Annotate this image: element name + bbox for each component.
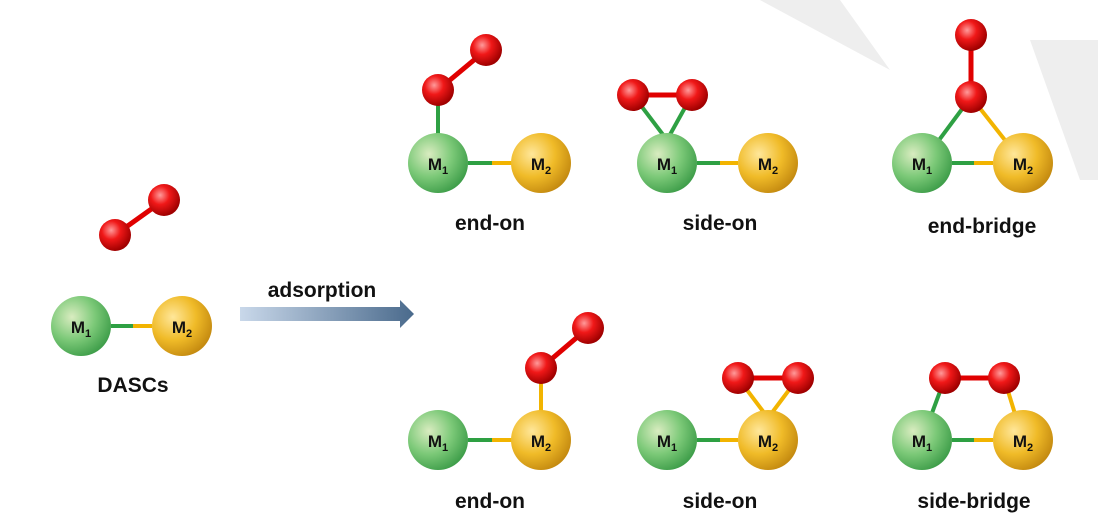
metal-atom-m1 (51, 296, 111, 356)
end-bridge-config: M1 M2 end-bridge (892, 19, 1053, 238)
oxygen-atom (722, 362, 754, 394)
metal-atom-m2 (738, 133, 798, 193)
metal-label-m1: M1 (428, 155, 448, 177)
metal-atom-m1 (892, 410, 952, 470)
metal-label-m1: M1 (912, 432, 932, 454)
metal-label-m1: M1 (912, 155, 932, 177)
oxygen-atom (572, 312, 604, 344)
metal-label-m2: M2 (531, 155, 551, 177)
metal-atom-m2 (152, 296, 212, 356)
oxygen-atom (99, 219, 131, 251)
metal-atom-m2 (511, 410, 571, 470)
oxygen-atom (617, 79, 649, 111)
metal-label-m1: M1 (657, 432, 677, 454)
adsorption-arrow: adsorption (240, 279, 414, 328)
adsorption-label: adsorption (268, 279, 377, 302)
metal-atom-m1 (637, 410, 697, 470)
metal-label-m2: M2 (1013, 155, 1033, 177)
side-bridge-config: M1 M2 side-bridge (892, 362, 1053, 513)
oxygen-atom (470, 34, 502, 66)
metal-atom-m1 (408, 133, 468, 193)
metal-label-m2: M2 (758, 155, 778, 177)
metal-atom-m1 (892, 133, 952, 193)
oxygen-atom (955, 81, 987, 113)
top-end-on-config: M1 M2 end-on (408, 34, 571, 235)
top-side-on-label: side-on (683, 212, 758, 235)
bottom-end-on-config: M1 M2 end-on (408, 312, 604, 513)
metal-label-m2: M2 (1013, 432, 1033, 454)
metal-atom-m1 (408, 410, 468, 470)
dasc-group: M1 M2 DASCs (51, 184, 212, 397)
metal-label-m1: M1 (428, 432, 448, 454)
top-end-on-label: end-on (455, 212, 525, 235)
dascs-label: DASCs (97, 374, 168, 397)
oxygen-atom (782, 362, 814, 394)
oxygen-atom (422, 74, 454, 106)
metal-label-m2: M2 (758, 432, 778, 454)
bottom-side-on-label: side-on (683, 490, 758, 513)
oxygen-atom (148, 184, 180, 216)
watermark-bar (1030, 40, 1098, 180)
metal-label-m1: M1 (71, 318, 91, 340)
metal-label-m2: M2 (172, 318, 192, 340)
oxygen-atom (988, 362, 1020, 394)
oxygen-atom (676, 79, 708, 111)
oxygen-atom (955, 19, 987, 51)
metal-label-m2: M2 (531, 432, 551, 454)
metal-label-m1: M1 (657, 155, 677, 177)
top-side-on-config: M1 M2 side-on (617, 79, 798, 235)
end-bridge-label: end-bridge (928, 215, 1037, 238)
metal-atom-m2 (993, 133, 1053, 193)
arrow-shape (240, 300, 414, 328)
metal-atom-m2 (993, 410, 1053, 470)
bottom-end-on-label: end-on (455, 490, 525, 513)
metal-atom-m2 (738, 410, 798, 470)
metal-atom-m2 (511, 133, 571, 193)
oxygen-atom (929, 362, 961, 394)
side-bridge-label: side-bridge (917, 490, 1030, 513)
watermark-shapes (760, 0, 1098, 180)
oxygen-atom (525, 352, 557, 384)
metal-atom-m1 (637, 133, 697, 193)
watermark-chevron (760, 0, 890, 70)
bottom-side-on-config: M1 M2 side-on (637, 362, 814, 513)
